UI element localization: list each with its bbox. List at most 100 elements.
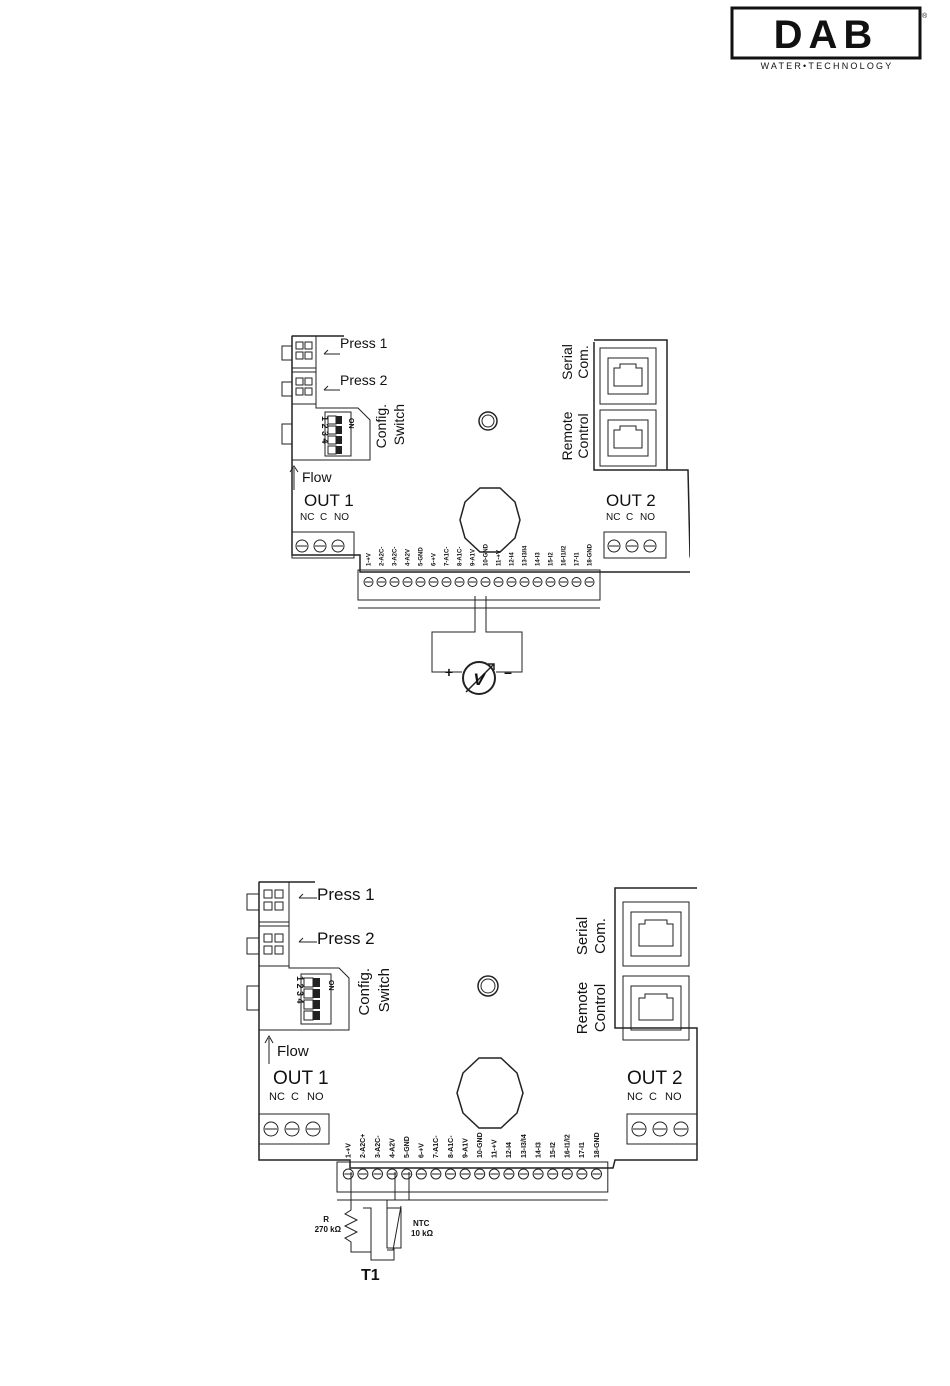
terminal-label: 1-+V (346, 1143, 353, 1158)
switch-label: Switch (376, 968, 393, 1012)
resistor-value: 270 kΩ (315, 1225, 342, 1234)
logo-frame (730, 6, 922, 60)
board-right-edge (594, 339, 668, 470)
terminal-screw (441, 577, 452, 587)
terminal-screw (402, 577, 413, 587)
out1-terminal-block (258, 1113, 330, 1145)
switch-on-label: ON (327, 980, 334, 991)
switch-tab (281, 423, 293, 445)
wiring-diagram-voltmeter: Press 1 Press 2 ON 1 2 3 4 Config. Switc… (281, 335, 690, 695)
meter-plus: + (445, 664, 453, 680)
terminal-label: 12-I4 (506, 1142, 513, 1158)
out1-terminal-block (291, 531, 355, 559)
resistor-icon (343, 1200, 372, 1253)
wiring-diagram-ntc: Press 1 Press 2 ON 1 2 3 4 Config. Switc… (246, 881, 698, 1284)
terminal-label: 13-I3/I4 (523, 545, 529, 566)
voltmeter-icon (462, 661, 496, 695)
config-switch (324, 411, 352, 457)
terminal-screw (376, 577, 387, 587)
meter-wire-positive (431, 596, 476, 673)
terminal-screw (474, 1168, 486, 1180)
switch-housing (292, 336, 371, 461)
terminal-label: 6-+V (432, 553, 438, 566)
terminal-screw (503, 1168, 515, 1180)
press1-arrow-icon (298, 893, 317, 899)
com-label: Com. (575, 345, 591, 378)
terminal-screw (363, 577, 374, 587)
switch-tab (246, 985, 260, 1011)
serial-com-port (622, 901, 690, 967)
ntc-slash-icon (387, 1205, 402, 1251)
ntc-value: 10 kΩ (411, 1229, 434, 1238)
logo-tagline: WATER•TECHNOLOGY (761, 61, 894, 71)
terminal-label: 18-GND (594, 1132, 601, 1158)
remote-control-port (622, 975, 690, 1041)
terminal-label: 16-I1/I2 (565, 1134, 572, 1158)
press2-connector (246, 925, 290, 967)
flow-arrow-icon (264, 1034, 274, 1064)
serial-com-port (599, 347, 657, 405)
terminal-screw (547, 1168, 559, 1180)
terminal-screw (571, 577, 582, 587)
voltmeter-needle-icon (465, 663, 495, 693)
voltmeter-symbol: V (473, 670, 486, 689)
terminal-screw (558, 577, 569, 587)
out2-c: C (649, 1091, 657, 1103)
terminal-label: 11-+V (492, 1139, 499, 1158)
press2-label: Press 2 (317, 929, 375, 948)
terminal-label: 4-A2V (389, 1138, 396, 1158)
terminal-label: 2-A2C- (380, 547, 386, 566)
terminal-screw (576, 1168, 588, 1180)
switch-label: Switch (391, 404, 407, 445)
flow-label: Flow (302, 469, 332, 485)
board-outline (291, 336, 690, 573)
terminal-label: 9-A1V (462, 1138, 469, 1158)
terminal-label: 7-A1C- (445, 547, 451, 566)
control-label: Control (575, 413, 591, 458)
terminal-label: 18-GND (588, 543, 594, 566)
remote-label: Remote (559, 411, 575, 460)
config-switch (300, 973, 332, 1025)
serial-label: Serial (559, 344, 575, 380)
terminal-label: 14-I3 (535, 1142, 542, 1158)
terminal-label: 17-I1 (575, 552, 581, 566)
out2-no: NO (640, 512, 655, 523)
mounting-post-inner (480, 978, 496, 994)
terminal-screw (401, 1168, 413, 1180)
switch-housing (259, 882, 350, 1031)
terminal-screw (519, 577, 530, 587)
terminal-screw (430, 1168, 442, 1180)
config-label: Config. (356, 968, 373, 1016)
control-label: Control (592, 984, 609, 1032)
out2-nc: NC (606, 512, 620, 523)
terminal-label: 3-A2C- (393, 547, 399, 566)
ntc-name: NTC (413, 1219, 430, 1228)
out2-nc: NC (627, 1091, 643, 1103)
terminal-screw (445, 1168, 456, 1180)
mounting-post (478, 411, 498, 431)
press1-arrow-icon (323, 349, 340, 355)
press2-arrow-icon (323, 385, 340, 391)
board-outline (258, 882, 698, 1169)
registered-mark: ® (922, 12, 928, 20)
out2-c: C (626, 512, 633, 523)
terminal-label: 11-+V (497, 550, 503, 566)
terminal-screw (506, 577, 517, 587)
terminal-strip-body (357, 569, 601, 601)
terminal-screw (389, 577, 400, 587)
terminal-screw (518, 1168, 529, 1180)
terminal-screw (532, 577, 543, 587)
terminal-label: 17-I1 (579, 1142, 586, 1158)
dab-logo: DAB ® WATER•TECHNOLOGY (730, 6, 928, 71)
flow-label: Flow (277, 1043, 309, 1060)
sensor-t1-label: T1 (361, 1267, 380, 1284)
out1-no: NO (307, 1091, 324, 1103)
out2-label: OUT 2 (606, 491, 656, 510)
terminal-label: 6-+V (419, 1143, 426, 1158)
switch-on-label: ON (347, 418, 354, 429)
press1-connector (246, 881, 290, 923)
terminal-label: 12-I4 (510, 552, 516, 566)
terminal-label: 10-GND (484, 543, 490, 566)
terminal-screw (342, 1168, 354, 1180)
